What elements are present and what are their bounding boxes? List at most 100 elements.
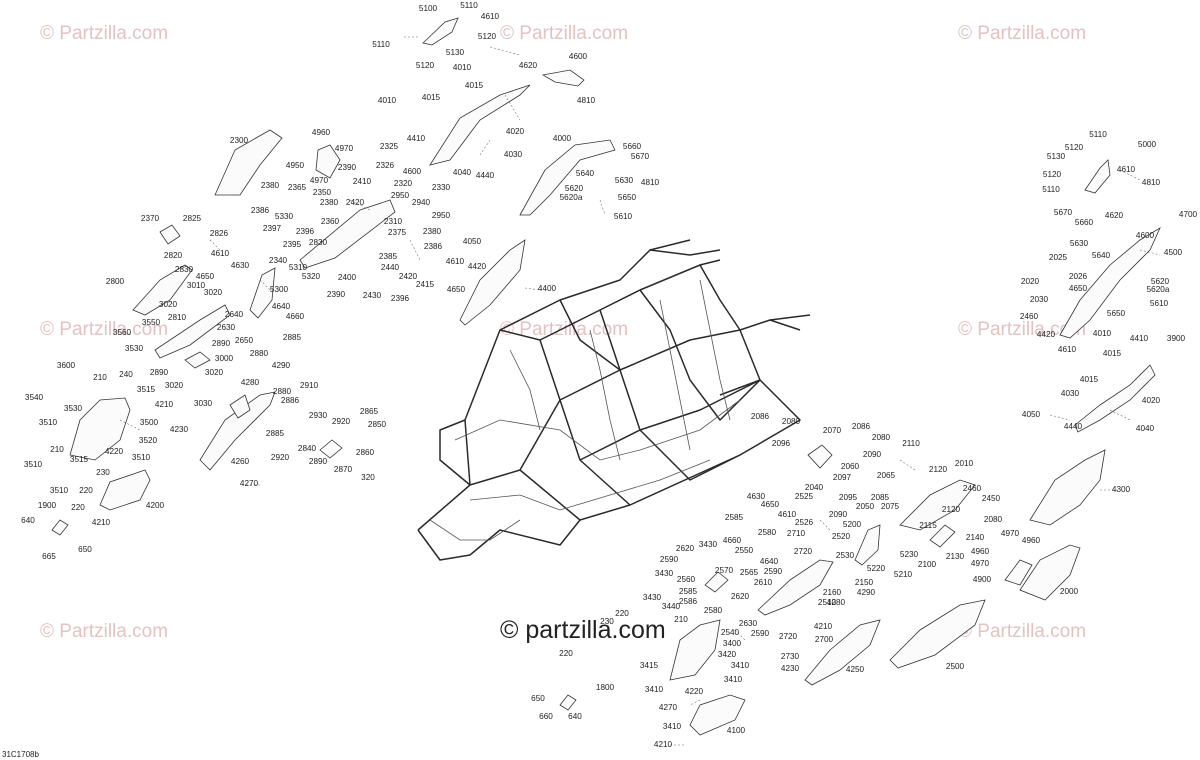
part-number-label: 5000: [1138, 140, 1157, 149]
part-number-label: 2060: [841, 462, 860, 471]
part-number-label: 3420: [718, 650, 737, 659]
part-number-label: 320: [361, 473, 375, 482]
part-number-label: 2630: [739, 619, 758, 628]
part-number-label: 2526: [795, 518, 814, 527]
panel-2810: [154, 304, 231, 359]
part-number-label: 2950: [432, 211, 451, 220]
part-number-label: 220: [615, 609, 629, 618]
part-number-label: 4020: [506, 127, 525, 136]
part-number-label: 5230: [900, 550, 919, 559]
part-number-label: 4010: [453, 63, 472, 72]
part-number-label: 4000: [553, 134, 572, 143]
part-number-label: 4610: [211, 249, 230, 258]
part-number-label: 210: [93, 373, 107, 382]
part-number-label: 2540: [721, 628, 740, 637]
watermark: © Partzilla.com: [40, 319, 168, 340]
part-number-label: 5110: [1042, 185, 1060, 194]
part-number-label: 4300: [1112, 485, 1131, 494]
part-number-label: 4620: [1105, 211, 1124, 220]
panel-2010: [899, 479, 976, 531]
part-number-label: 3500: [140, 418, 159, 427]
part-number-label: 2075: [881, 502, 900, 511]
part-number-label: 1900: [38, 501, 57, 510]
part-number-label: 2620: [731, 592, 750, 601]
part-number-label: 2830: [309, 238, 328, 247]
part-number-label: 4210: [814, 622, 833, 631]
part-number-label: 650: [78, 545, 92, 554]
part-number-label: 2100: [918, 560, 937, 569]
part-number-label: 4010: [1093, 329, 1112, 338]
part-number-label: 3510: [24, 460, 43, 469]
roll-cage-frame: [417, 239, 811, 561]
part-number-label: 2590: [660, 555, 679, 564]
panel-5000: [1084, 159, 1111, 194]
panel-4260: [199, 391, 276, 471]
part-number-label: 2025: [1049, 253, 1068, 262]
part-number-label: 5650: [618, 193, 637, 202]
part-number-label: 5660: [1075, 218, 1094, 227]
part-number-label: 2397: [263, 224, 282, 233]
part-number-label: 3400: [723, 639, 742, 648]
panel-4200: [99, 469, 151, 511]
part-number-label: 5120: [1065, 143, 1084, 152]
part-number-label: 5210: [894, 570, 913, 579]
part-number-label: 2380: [261, 181, 280, 190]
part-number-label: 4970: [335, 144, 354, 153]
part-number-label: 2050: [856, 502, 875, 511]
part-number-label: 4230: [170, 425, 189, 434]
part-number-label: 2820: [164, 251, 183, 260]
part-number-label: 5120: [478, 32, 497, 41]
part-number-label: 2120: [929, 465, 948, 474]
part-number-label: 3410: [731, 661, 750, 670]
part-number-label: 4230: [781, 664, 800, 673]
part-number-label: 4810: [1142, 178, 1161, 187]
part-number-label: 2860: [356, 448, 375, 457]
panel-4600: [541, 69, 585, 87]
part-number-label: 5120: [416, 61, 435, 70]
part-number-label: 2370: [141, 214, 160, 223]
watermark: © Partzilla.com: [40, 621, 168, 642]
part-number-label: 650: [531, 694, 545, 703]
panel-3400: [669, 619, 721, 681]
part-number-label: 2330: [432, 183, 451, 192]
part-number-label: 4600: [569, 52, 588, 61]
part-number-label: 2700: [815, 635, 834, 644]
part-number-label: 5200: [843, 520, 862, 529]
part-number-label: 2300: [230, 136, 249, 145]
part-number-label: 4410: [1130, 334, 1149, 343]
part-number-label: 5310: [289, 263, 308, 272]
bracket-1900: [51, 519, 69, 536]
watermark: © Partzilla.com: [500, 319, 628, 340]
part-number-label: 3430: [655, 569, 674, 578]
part-number-label: 2560: [677, 575, 696, 584]
part-number-label: 3550: [142, 318, 161, 327]
watermark: © Partzilla.com: [500, 23, 628, 44]
watermarks: © Partzilla.com © Partzilla.com © Partzi…: [40, 23, 1086, 644]
part-number-label: 4030: [504, 150, 523, 159]
part-number-label: 4420: [468, 262, 487, 271]
part-number-label: 2500: [946, 662, 965, 671]
part-number-label: 4660: [723, 536, 742, 545]
panel-4500: [1059, 226, 1161, 339]
part-number-label: 3020: [165, 381, 184, 390]
part-number-label: 3410: [724, 675, 743, 684]
part-number-label: 3440: [662, 602, 681, 611]
part-number-label: 3020: [205, 368, 224, 377]
part-number-label: 5110: [460, 1, 478, 10]
part-number-label: 3000: [215, 354, 234, 363]
part-number-label: 4220: [685, 687, 704, 696]
part-number-label: 5620a: [1147, 285, 1170, 294]
part-number-label: 4660: [286, 312, 305, 321]
part-number-label: 5130: [446, 48, 465, 57]
main-watermark: © partzilla.com: [500, 616, 666, 644]
part-number-label: 2720: [794, 547, 813, 556]
part-number-label: 2390: [327, 290, 346, 299]
part-number-label: 3510: [39, 418, 58, 427]
part-number-label: 4015: [1080, 375, 1099, 384]
part-number-label: 4400: [538, 284, 557, 293]
bracket-4280: [229, 394, 251, 419]
part-number-label: 4015: [465, 81, 484, 90]
part-number-label: 240: [119, 370, 133, 379]
part-number-label: 4810: [577, 96, 596, 105]
